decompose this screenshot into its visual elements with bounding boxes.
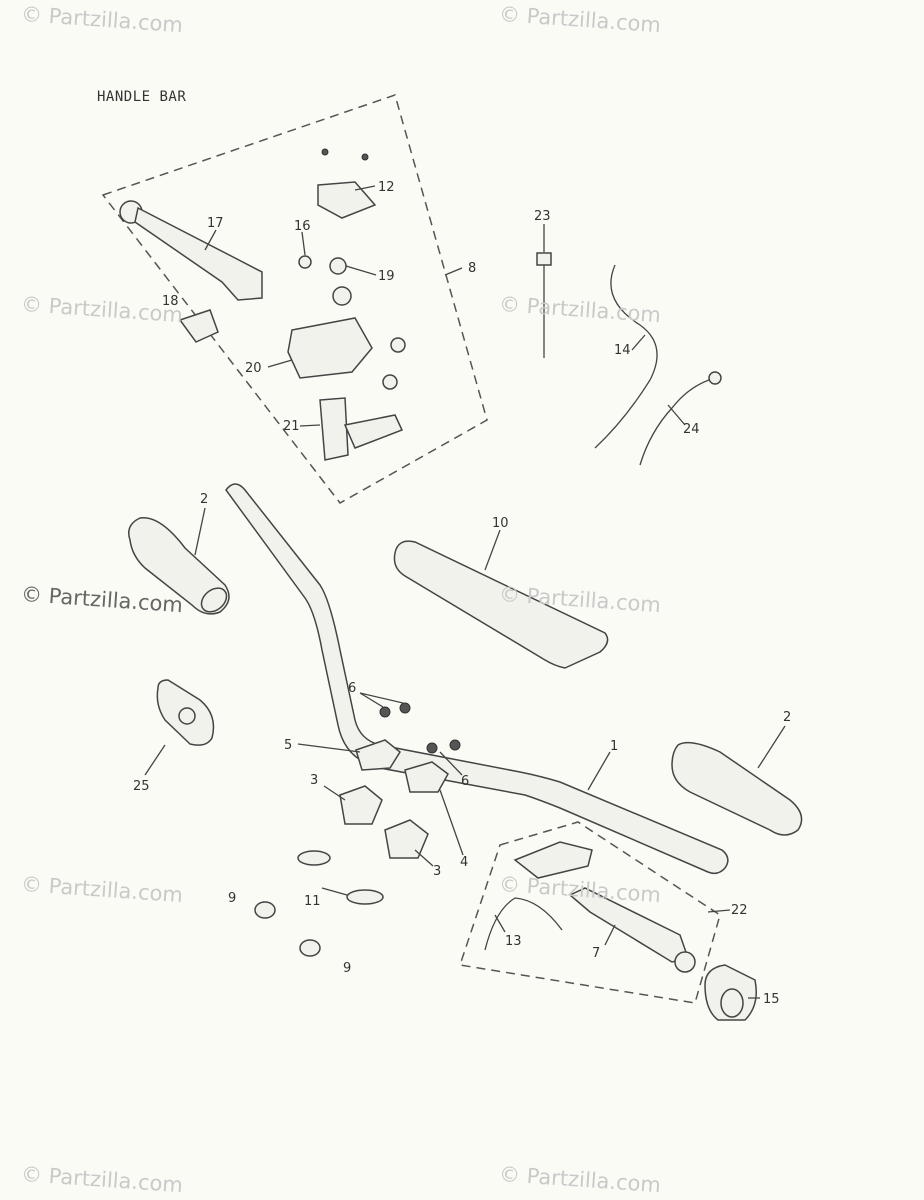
- throttle-tube: [319, 397, 349, 461]
- leader-3b: [414, 849, 434, 867]
- left-grip: [128, 517, 230, 615]
- handlebar: [225, 483, 729, 875]
- washer-11a: [297, 850, 331, 866]
- bar-pad: [393, 540, 609, 669]
- diagram-title: HANDLE BAR: [97, 89, 187, 105]
- leader-6b: [439, 751, 463, 776]
- callout-2-right: 2: [783, 710, 791, 725]
- callout-25: 25: [133, 779, 150, 794]
- callout-17: 17: [207, 216, 224, 231]
- fitting-19: [329, 257, 347, 275]
- leader-24: [667, 404, 686, 426]
- screw-a: [321, 148, 329, 156]
- callout-2-left: 2: [200, 492, 208, 507]
- callout-7: 7: [592, 946, 600, 961]
- leader-21: [299, 424, 321, 427]
- brake-lever: [134, 206, 263, 301]
- leader-12: [354, 185, 376, 191]
- bolt-6d: [449, 739, 461, 751]
- leader-2a: [194, 507, 206, 556]
- leader-2b: [757, 725, 786, 769]
- kill-wire: [639, 377, 716, 466]
- right-grip: [671, 741, 803, 836]
- callout-9-upper: 9: [228, 891, 236, 906]
- callout-19: 19: [378, 269, 395, 284]
- throttle-arm: [343, 414, 404, 449]
- fitting-16: [298, 255, 312, 269]
- leader-17: [204, 229, 217, 251]
- lower-clamp-right: [384, 819, 429, 859]
- callout-24: 24: [683, 422, 700, 437]
- leader-19: [345, 265, 377, 276]
- clutch-perch: [513, 841, 593, 879]
- callout-18: 18: [162, 294, 179, 309]
- callout-9-lower: 9: [343, 961, 351, 976]
- leader-20: [267, 359, 293, 368]
- nut-9b: [299, 939, 321, 957]
- callout-12: 12: [378, 180, 395, 195]
- callout-10: 10: [492, 516, 509, 531]
- leader-5: [297, 743, 361, 753]
- callout-22: 22: [731, 903, 748, 918]
- cylinder-cap: [317, 181, 377, 219]
- leader-13: [494, 914, 506, 933]
- nut-9a: [254, 901, 276, 919]
- clutch-lever-knob: [674, 951, 696, 973]
- leader-1: [587, 751, 611, 791]
- switch-housing-18: [178, 309, 219, 343]
- callout-8: 8: [468, 261, 476, 276]
- leader-4: [439, 789, 464, 856]
- bolt-6a: [379, 706, 391, 718]
- leader-3a: [323, 785, 346, 801]
- callout-1: 1: [610, 739, 618, 754]
- callout-6-lower: 6: [461, 774, 469, 789]
- bolt-6c: [426, 742, 438, 754]
- leader-11: [321, 887, 348, 896]
- leader-10: [484, 529, 501, 571]
- callout-23: 23: [534, 209, 551, 224]
- washer-small-a: [332, 286, 352, 306]
- guard-plate-hole: [178, 707, 196, 725]
- leader-6a2: [359, 692, 404, 704]
- washer-small-b: [390, 337, 406, 353]
- washer-11b: [346, 889, 384, 905]
- master-cylinder: [287, 317, 373, 379]
- lower-clamp-left: [339, 785, 383, 825]
- upper-clamp-right: [404, 761, 449, 793]
- throttle-cable: [594, 264, 658, 449]
- screw-b: [361, 153, 369, 161]
- leader-7: [604, 924, 616, 946]
- assembly-8-boundary: [101, 94, 488, 504]
- end-grip-15-hole: [720, 988, 744, 1018]
- leader-8: [444, 267, 463, 276]
- callout-11: 11: [304, 894, 321, 909]
- washer-small-c: [382, 374, 398, 390]
- callout-5: 5: [284, 738, 292, 753]
- leader-14: [631, 334, 646, 351]
- cable-tie-head: [536, 252, 552, 266]
- callout-16: 16: [294, 219, 311, 234]
- callout-15: 15: [763, 992, 780, 1007]
- callout-6-upper: 6: [348, 681, 356, 696]
- callout-21: 21: [283, 419, 300, 434]
- callout-13: 13: [505, 934, 522, 949]
- leader-22: [707, 909, 731, 913]
- callout-3-left: 3: [310, 773, 318, 788]
- assembly-22-boundary: [459, 821, 721, 1004]
- leader-6a1: [359, 692, 384, 708]
- left-grip-end: [200, 587, 228, 613]
- leader-25: [144, 744, 166, 776]
- bolt-6b: [399, 702, 411, 714]
- clutch-cable: [484, 897, 563, 951]
- leader-16: [301, 231, 306, 256]
- callout-3-right: 3: [433, 864, 441, 879]
- upper-clamp-left: [355, 739, 401, 771]
- callout-20: 20: [245, 361, 262, 376]
- kill-switch: [708, 371, 722, 385]
- callout-4: 4: [460, 855, 468, 870]
- callout-14: 14: [614, 343, 631, 358]
